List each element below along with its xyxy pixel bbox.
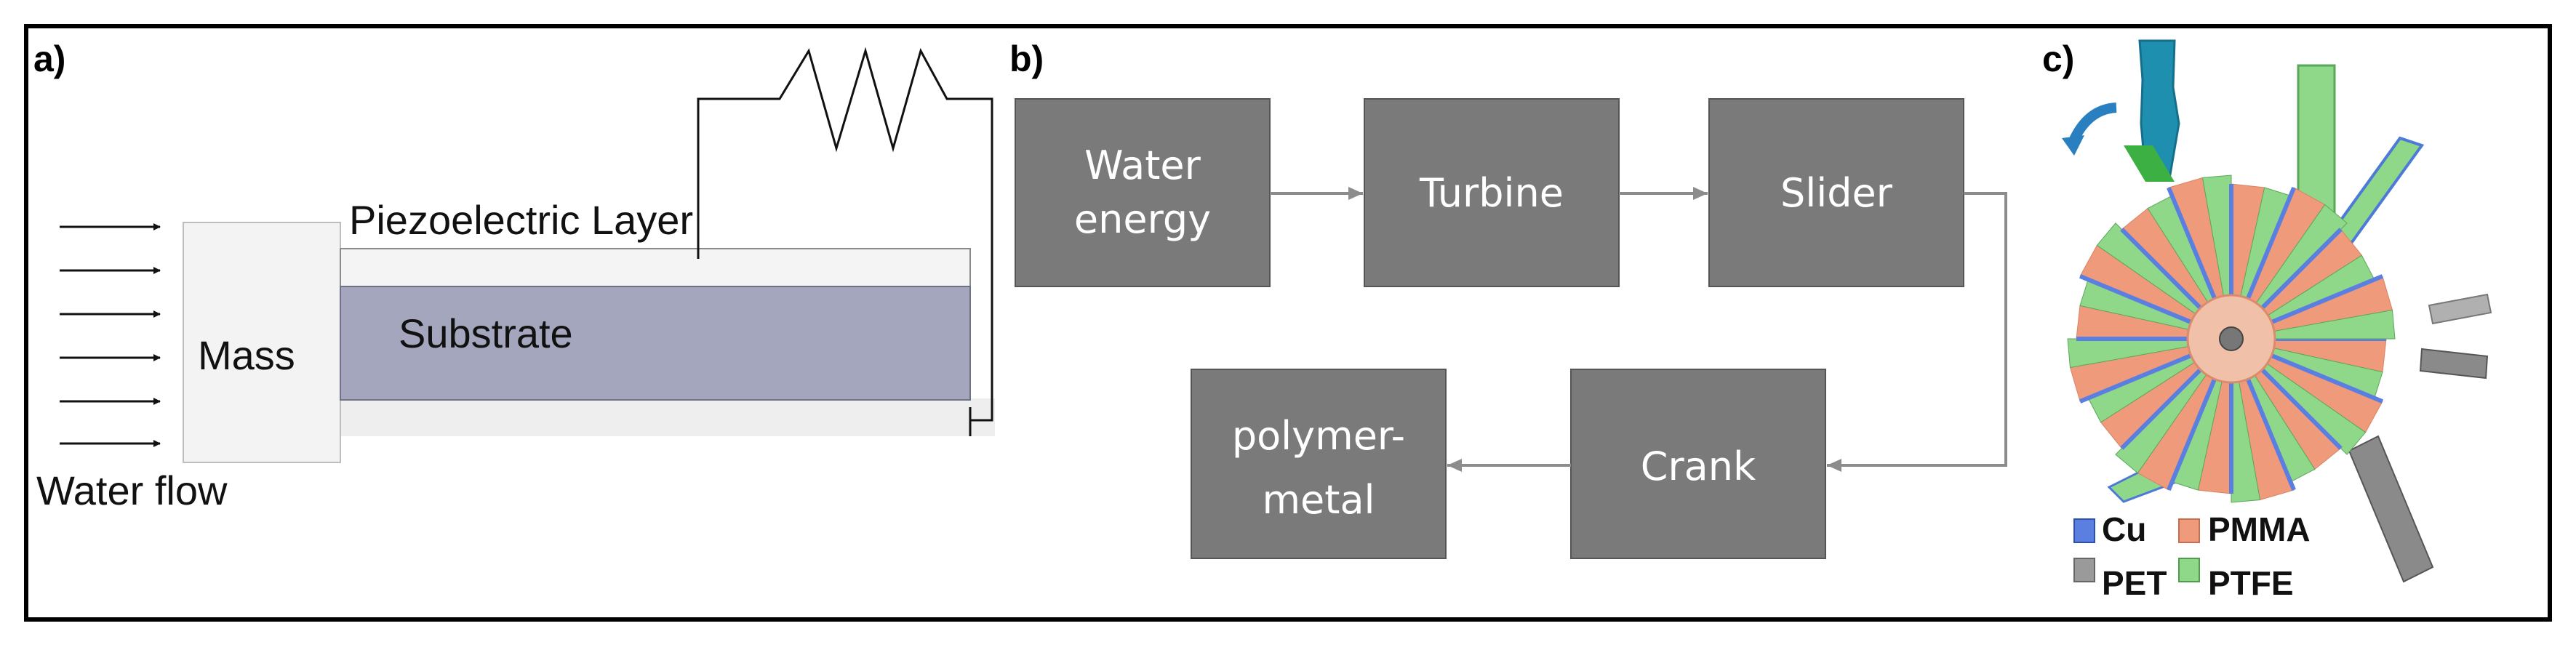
ptfe-top-blade bbox=[2124, 145, 2175, 182]
cu-electrode bbox=[2257, 365, 2343, 450]
legend-swatch-cu bbox=[2073, 518, 2095, 543]
piezoelectric-layer bbox=[340, 248, 971, 287]
turbine-rotor bbox=[2067, 174, 2396, 503]
cu-electrode bbox=[2120, 228, 2205, 313]
cu-electrode bbox=[2079, 274, 2196, 326]
cu-electrode bbox=[2167, 186, 2218, 303]
box-polymer-metal-line2: metal bbox=[1262, 477, 1375, 523]
panel-b-label: b) bbox=[1009, 39, 1044, 79]
legend-swatch-pet bbox=[2073, 558, 2095, 582]
substrate-layer bbox=[340, 286, 971, 401]
mass-block bbox=[183, 222, 341, 463]
cu-electrode bbox=[2267, 274, 2384, 326]
beam-shadow bbox=[340, 398, 995, 436]
arrow-slider-to-crank bbox=[1827, 192, 2007, 472]
figure-border bbox=[24, 24, 2552, 622]
box-turbine-label: Turbine bbox=[1419, 170, 1564, 216]
pet-arm bbox=[2348, 435, 2434, 583]
piezoelectric-label: Piezoelectric Layer bbox=[349, 197, 693, 243]
box-crank bbox=[1570, 369, 1826, 559]
box-turbine bbox=[1364, 98, 1620, 287]
box-water-energy bbox=[1015, 98, 1271, 287]
resistor-circuit-wire bbox=[697, 47, 993, 422]
panel-c: c) Cu PMMA PET PTFE bbox=[2042, 39, 2492, 602]
panel-a: a) Mass Substrate Piezoelectric Layer Wa… bbox=[33, 39, 995, 513]
panel-a-label: a) bbox=[33, 39, 65, 79]
legend-label-pet: PET bbox=[2102, 564, 2167, 602]
pet-bar bbox=[2419, 348, 2489, 380]
cu-electrode bbox=[2167, 374, 2218, 491]
water-flow-label: Water flow bbox=[36, 468, 228, 513]
panel-b: b) Water energy Turbine Slider Crank pol… bbox=[1009, 39, 2007, 559]
box-polymer-metal bbox=[1191, 369, 1447, 559]
legend-label-ptfe: PTFE bbox=[2208, 564, 2294, 602]
flow-arrows bbox=[60, 223, 161, 447]
rotation-arrow bbox=[2068, 103, 2117, 145]
legend-label-pmma: PMMA bbox=[2208, 510, 2311, 548]
rotor-axle bbox=[2219, 326, 2244, 351]
box-water-energy-line2: energy bbox=[1074, 196, 1211, 242]
cu-electrode bbox=[2244, 186, 2296, 303]
cu-electrode bbox=[2079, 352, 2196, 404]
material-legend: Cu PMMA PET PTFE bbox=[2073, 510, 2311, 602]
cu-electrode bbox=[2120, 365, 2205, 450]
box-polymer-metal-line1: polymer- bbox=[1232, 413, 1405, 459]
mass-label: Mass bbox=[198, 332, 295, 378]
cu-electrode bbox=[2244, 374, 2296, 491]
legend-swatch-ptfe bbox=[2178, 558, 2200, 582]
panel-c-label: c) bbox=[2042, 39, 2074, 79]
cu-electrode bbox=[2267, 352, 2384, 404]
rotation-arrow-head bbox=[2062, 135, 2084, 156]
box-water-energy-line1: Water bbox=[1084, 143, 1201, 188]
legend-swatch-pmma bbox=[2178, 518, 2200, 543]
box-crank-label: Crank bbox=[1641, 444, 1756, 489]
box-slider bbox=[1708, 98, 1964, 287]
pet-shaft bbox=[2428, 293, 2492, 325]
substrate-label: Substrate bbox=[399, 310, 573, 356]
cu-electrode bbox=[2257, 228, 2343, 313]
box-slider-label: Slider bbox=[1780, 170, 1893, 216]
legend-label-cu: Cu bbox=[2102, 510, 2146, 548]
